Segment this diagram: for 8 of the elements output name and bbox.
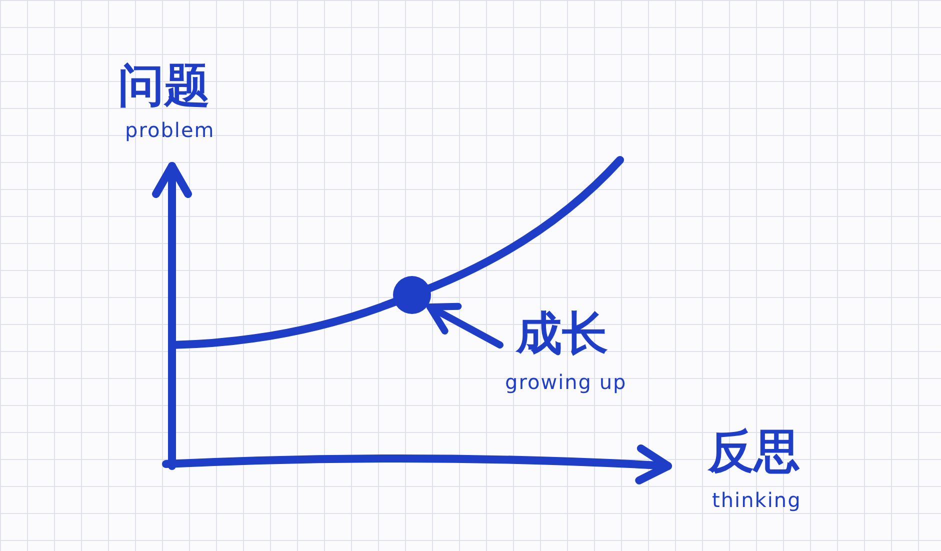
axis-title: 反思 xyxy=(708,428,800,474)
axis-title: 问题 xyxy=(118,62,210,108)
callout-title: 成长 xyxy=(516,310,608,356)
point-marker xyxy=(393,276,431,314)
callout-subtitle: growing up xyxy=(505,372,627,392)
axis-subtitle: problem xyxy=(125,120,215,140)
axis-subtitle: thinking xyxy=(712,490,802,510)
arrow xyxy=(426,302,504,348)
